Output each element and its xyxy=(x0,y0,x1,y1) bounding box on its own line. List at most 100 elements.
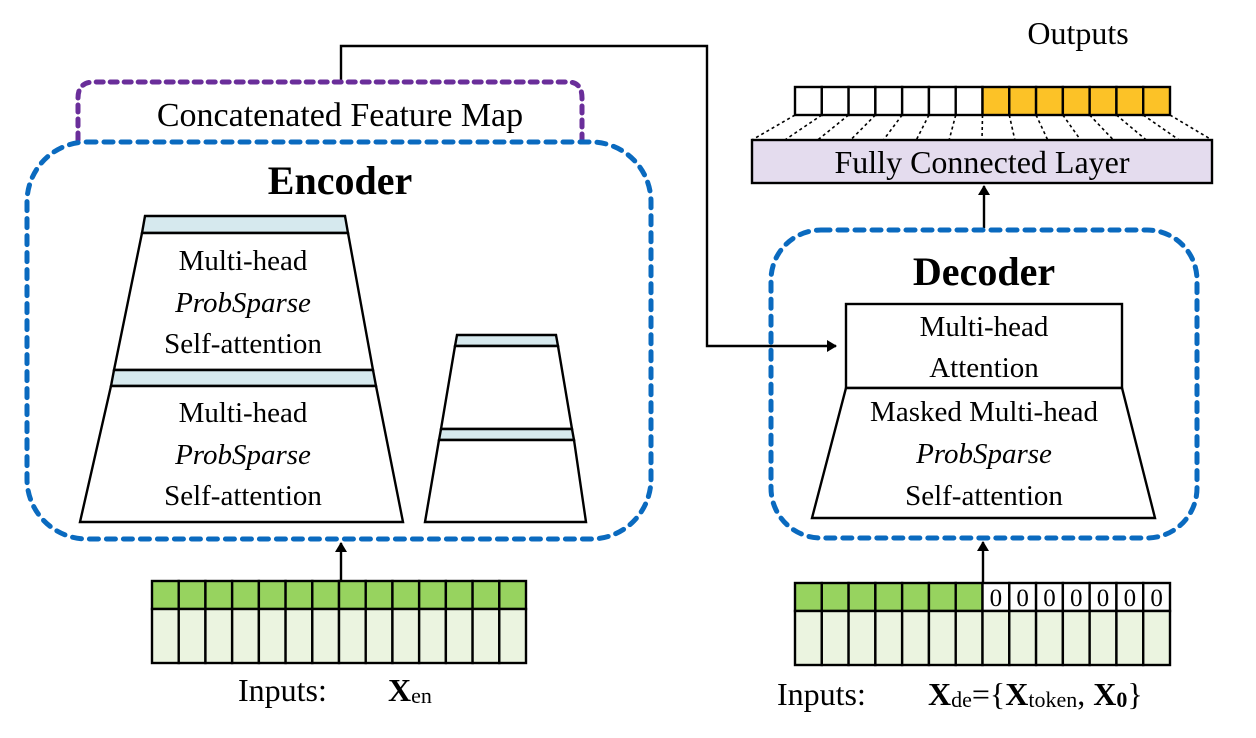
output-forecast-cell xyxy=(1142,85,1172,117)
small-block-1 xyxy=(439,344,574,431)
decoder-title: Decoder xyxy=(913,249,1055,294)
dec-cross-line1: Multi-head xyxy=(920,311,1049,343)
decoder-embed-cell xyxy=(1115,609,1145,667)
encoder-embed-cell xyxy=(337,607,367,665)
fc-dashed-line xyxy=(1062,114,1082,141)
encoder-embed-cell xyxy=(150,607,180,665)
fc-dashed-line xyxy=(1089,114,1115,141)
enc-block2-line2: ProbSparse xyxy=(174,439,311,471)
enc-block1-line3: Self-attention xyxy=(164,328,322,360)
decoder-embed-cell xyxy=(954,609,984,667)
encoder-token-cell xyxy=(391,579,421,611)
fc-layer-label: Fully Connected Layer xyxy=(834,144,1129,180)
decoder-embed-cell xyxy=(874,609,904,667)
zero-placeholder-text: 0 xyxy=(990,585,1003,612)
decoder-token-cell xyxy=(927,581,957,613)
decoder-embed-cell xyxy=(1142,609,1172,667)
enc-block1-line1: Multi-head xyxy=(179,245,308,277)
encoder-embed-cell xyxy=(257,607,287,665)
decoder-embed-cell xyxy=(1008,609,1038,667)
decoder-input-formula: Xde={Xtoken, X0} xyxy=(928,676,1143,712)
decoder-masked-attention-block xyxy=(810,386,1157,520)
dec-cross-line2: Attention xyxy=(929,352,1039,384)
outputs-grid xyxy=(793,85,1172,117)
encoder-embed-cell xyxy=(444,607,474,665)
encoder-embed-cell xyxy=(284,607,314,665)
encoder-token-cell xyxy=(337,579,367,611)
encoder-embed-cell xyxy=(177,607,207,665)
decoder-zero-cell xyxy=(981,581,1011,613)
fc-dashed-line xyxy=(1035,114,1049,141)
decoder-token-cell xyxy=(954,581,984,613)
decoder-token-cell xyxy=(874,581,904,613)
encoder-token-cell xyxy=(204,579,234,611)
encoder-token-cell xyxy=(284,579,314,611)
decoder-token-cell xyxy=(847,581,877,613)
decoder-embed-cell xyxy=(1061,609,1091,667)
fc-dashed-line xyxy=(1115,114,1147,141)
encoder-embed-cell xyxy=(364,607,394,665)
fc-dashed-line xyxy=(981,114,984,141)
encoder-embed-cell xyxy=(204,607,234,665)
encoder-token-cell xyxy=(364,579,394,611)
encoder-token-cell xyxy=(230,579,261,611)
encoder-token-cell xyxy=(311,579,341,611)
enc-block1-line2: ProbSparse xyxy=(174,287,311,319)
decoder-embed-cell xyxy=(1088,609,1118,667)
decoder-cross-attention-block xyxy=(844,302,1124,390)
output-empty-cell xyxy=(847,85,877,117)
enc-block2-line3: Self-attention xyxy=(164,480,322,512)
encoder-to-decoder-connector xyxy=(339,44,837,352)
decoder-zero-cell xyxy=(1142,581,1172,613)
decoder-embed-cell xyxy=(981,609,1011,667)
encoder-title: Encoder xyxy=(268,158,412,203)
decoder-embed-cell xyxy=(793,609,823,667)
output-forecast-cell xyxy=(1008,85,1038,117)
fc-dashed-line xyxy=(817,114,850,141)
fc-dashed-line xyxy=(1008,114,1016,141)
decoder-embed-cell xyxy=(1034,609,1065,667)
output-forecast-cell xyxy=(1034,85,1065,117)
fc-dashed-line xyxy=(850,114,876,141)
decoder-token-cell xyxy=(820,581,850,613)
output-empty-cell xyxy=(927,85,957,117)
encoder-token-cell xyxy=(498,579,528,611)
decoder-token-cell xyxy=(793,581,823,613)
encoder-embed-cell xyxy=(311,607,341,665)
output-empty-cell xyxy=(793,85,823,117)
output-empty-cell xyxy=(900,85,931,117)
small-distil-1 xyxy=(453,333,560,348)
small-block-2 xyxy=(423,438,588,524)
distil-layer-2 xyxy=(109,368,378,388)
fc-connection-lines xyxy=(751,114,1213,141)
decoder-embed-cell xyxy=(847,609,877,667)
fc-dashed-line xyxy=(915,114,930,141)
output-empty-cell xyxy=(874,85,904,117)
dec-masked-line1: Masked Multi-head xyxy=(870,396,1098,428)
encoder-attention-stack xyxy=(78,214,405,524)
decoder-box xyxy=(768,227,1200,541)
decoder-token-cell xyxy=(900,581,931,613)
zero-placeholder-text: 0 xyxy=(1150,585,1163,612)
decoder-input-label: Inputs: xyxy=(777,676,866,712)
enc-block2-line1: Multi-head xyxy=(179,397,308,429)
encoder-token-cell xyxy=(257,579,287,611)
fc-dashed-line xyxy=(882,114,903,141)
zero-placeholder-text: 0 xyxy=(1097,585,1110,612)
output-forecast-cell xyxy=(1115,85,1145,117)
outputs-label: Outputs xyxy=(1027,15,1128,51)
encoder-embed-cell xyxy=(498,607,528,665)
encoder-token-cell xyxy=(177,579,207,611)
encoder-token-cell xyxy=(444,579,474,611)
fc-dashed-line xyxy=(1142,114,1180,141)
encoder-input-symbol: Xen xyxy=(388,672,432,708)
output-forecast-cell xyxy=(1061,85,1091,117)
fc-dashed-line xyxy=(948,114,957,141)
encoder-embed-cell xyxy=(417,607,448,665)
encoder-box xyxy=(24,139,654,542)
encoder-block-2 xyxy=(78,384,405,524)
fc-dashed-line xyxy=(784,114,823,141)
zero-placeholder-text: 0 xyxy=(1016,585,1029,612)
encoder-token-cell xyxy=(417,579,448,611)
